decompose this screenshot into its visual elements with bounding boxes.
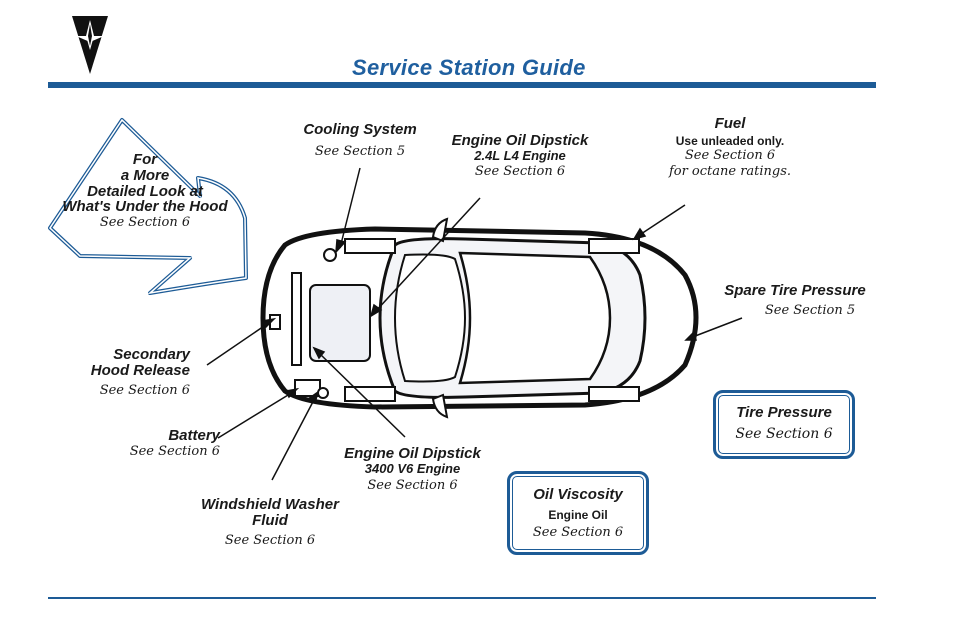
dipstick-l4-title: Engine Oil Dipstick <box>451 132 589 149</box>
dipstick-v6-see: See Section 6 <box>367 478 458 494</box>
tire-box-title: Tire Pressure <box>736 404 832 421</box>
tire-box-see: See Section 6 <box>735 425 833 442</box>
spare-title: Spare Tire Pressure <box>724 282 866 299</box>
washer-title-2: Fluid <box>252 511 288 529</box>
dipstick-l4-sub: 2.4L L4 Engine <box>474 147 566 163</box>
hood-release-title-1: Secondary <box>113 346 190 363</box>
tire-pressure-box: Tire Pressure See Section 6 <box>713 390 855 459</box>
label-spare-tire: Spare Tire Pressure See Section 5 <box>715 283 875 318</box>
oil-box-see: See Section 6 <box>532 524 624 540</box>
label-fuel: Fuel Use unleaded only. See Section 6 fo… <box>655 116 805 179</box>
callout-line-1: For <box>132 151 158 168</box>
car-top-view-icon <box>260 217 699 419</box>
fuel-title: Fuel <box>714 115 746 132</box>
callout-line-2: a More <box>120 166 170 184</box>
callout-arrow-icon <box>48 118 248 295</box>
callout-line-4: What's Under the Hood <box>62 198 228 216</box>
dipstick-l4-see: See Section 6 <box>474 164 566 180</box>
pontiac-arrowhead-logo-icon <box>72 16 108 74</box>
callout-line-3: Detailed Look at <box>87 182 203 200</box>
oil-viscosity-box: Oil Viscosity Engine Oil See Section 6 <box>507 471 649 555</box>
label-battery: Battery See Section 6 <box>105 428 220 459</box>
spare-see: See Section 5 <box>764 302 856 318</box>
washer-see: See Section 6 <box>224 532 316 548</box>
callout-text: For a More Detailed Look at What's Under… <box>55 152 235 231</box>
label-dipstick-v6: Engine Oil Dipstick 3400 V6 Engine See S… <box>330 446 495 494</box>
cooling-see: See Section 5 <box>314 143 406 159</box>
hood-release-title-2: Hood Release <box>90 361 190 379</box>
oil-box-title: Oil Viscosity <box>533 486 623 503</box>
hood-release-see: See Section 6 <box>99 382 190 398</box>
dipstick-v6-sub: 3400 V6 Engine <box>364 460 461 476</box>
battery-see: See Section 6 <box>129 443 220 459</box>
fuel-sub: Use unleaded only. <box>675 133 785 148</box>
washer-title-1: Windshield Washer <box>201 496 339 513</box>
page-title: Service Station Guide <box>352 55 586 80</box>
callout-see: See Section 6 <box>99 215 191 230</box>
oil-box-sub: Engine Oil <box>548 507 608 522</box>
battery-title: Battery <box>168 427 220 444</box>
footer-rule <box>48 597 876 599</box>
cooling-title: Cooling System <box>303 121 417 138</box>
label-dipstick-l4: Engine Oil Dipstick 2.4L L4 Engine See S… <box>440 133 600 180</box>
header-rule <box>48 82 876 88</box>
dipstick-v6-title: Engine Oil Dipstick <box>344 445 481 462</box>
fuel-see-2: for octane ratings. <box>668 163 792 179</box>
label-cooling-system: Cooling System See Section 5 <box>295 122 425 159</box>
label-hood-release: Secondary Hood Release See Section 6 <box>60 347 190 398</box>
fuel-see-1: See Section 6 <box>684 147 776 163</box>
label-washer-fluid: Windshield Washer Fluid See Section 6 <box>185 497 355 548</box>
